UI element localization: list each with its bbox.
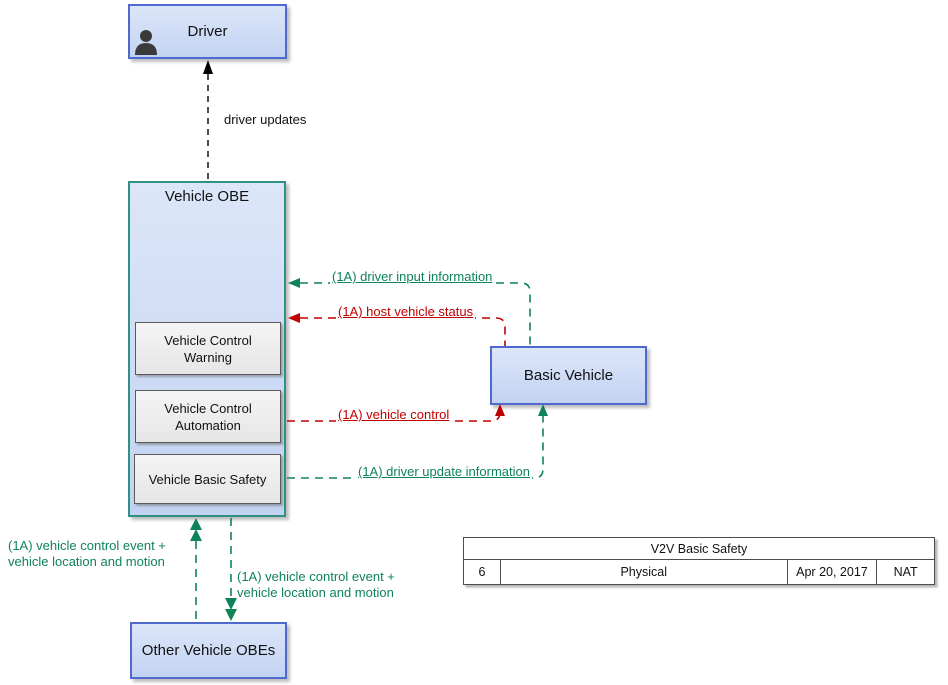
info-table-cell-layer: Physical — [501, 560, 788, 584]
v2v-up-arrowhead-1 — [190, 518, 202, 530]
info-table-title: V2V Basic Safety — [464, 538, 934, 560]
info-table-cell-number: 6 — [464, 560, 501, 584]
node-other-vehicle-obes[interactable]: Other Vehicle OBEs — [130, 622, 287, 679]
driver-input-arrowhead — [288, 278, 300, 288]
host-vehicle-status-line — [300, 317, 506, 346]
info-table: V2V Basic Safety 6 Physical Apr 20, 2017… — [463, 537, 935, 585]
vehicle-control-arrowhead — [495, 404, 505, 416]
flow-label-driver-updates: driver updates — [222, 112, 309, 127]
info-table-cell-status: NAT — [893, 565, 918, 579]
node-vehicle-basic-safety[interactable]: Vehicle Basic Safety — [134, 454, 281, 504]
node-vehicle-control-warning[interactable]: Vehicle Control Warning — [135, 322, 281, 375]
flow-label-driver-input[interactable]: (1A) driver input information — [330, 269, 495, 284]
info-table-row: 6 Physical Apr 20, 2017 NAT — [464, 560, 934, 584]
node-vehicle-control-automation[interactable]: Vehicle Control Automation — [135, 390, 281, 443]
info-table-cell-date: Apr 20, 2017 — [788, 560, 878, 584]
flow-label-vehicle-control[interactable]: (1A) vehicle control — [336, 407, 452, 422]
host-vehicle-status-arrowhead — [288, 313, 300, 323]
flow-label-v2v-left: (1A) vehicle control event + vehicle loc… — [8, 538, 166, 569]
flow-label-host-vehicle-status[interactable]: (1A) host vehicle status — [336, 304, 476, 319]
flow-label-driver-update-information[interactable]: (1A) driver update information — [356, 464, 532, 479]
flow-label-v2v-right: (1A) vehicle control event + vehicle loc… — [237, 569, 395, 600]
node-driver-label: Driver — [187, 23, 228, 40]
driver-updates-arrowhead — [203, 60, 213, 74]
node-vehicle-basic-safety-label: Vehicle Basic Safety — [148, 471, 267, 487]
v2v-up-arrowhead-2 — [190, 529, 202, 541]
node-vehicle-obe-label: Vehicle OBE — [164, 188, 250, 205]
node-basic-vehicle[interactable]: Basic Vehicle — [490, 346, 647, 405]
node-vehicle-control-warning-label: Vehicle Control Warning — [164, 332, 252, 365]
node-driver[interactable]: Driver — [128, 4, 287, 59]
node-basic-vehicle-label: Basic Vehicle — [523, 367, 614, 384]
v2v-down-arrowhead-2 — [225, 598, 237, 610]
node-vehicle-control-automation-label: Vehicle Control Automation — [164, 400, 252, 433]
person-silhouette-icon — [135, 30, 157, 55]
v2v-down-arrowhead-1 — [225, 609, 237, 621]
node-other-vehicle-obes-label: Other Vehicle OBEs — [141, 642, 276, 659]
driver-update-information-arrowhead — [538, 404, 548, 416]
